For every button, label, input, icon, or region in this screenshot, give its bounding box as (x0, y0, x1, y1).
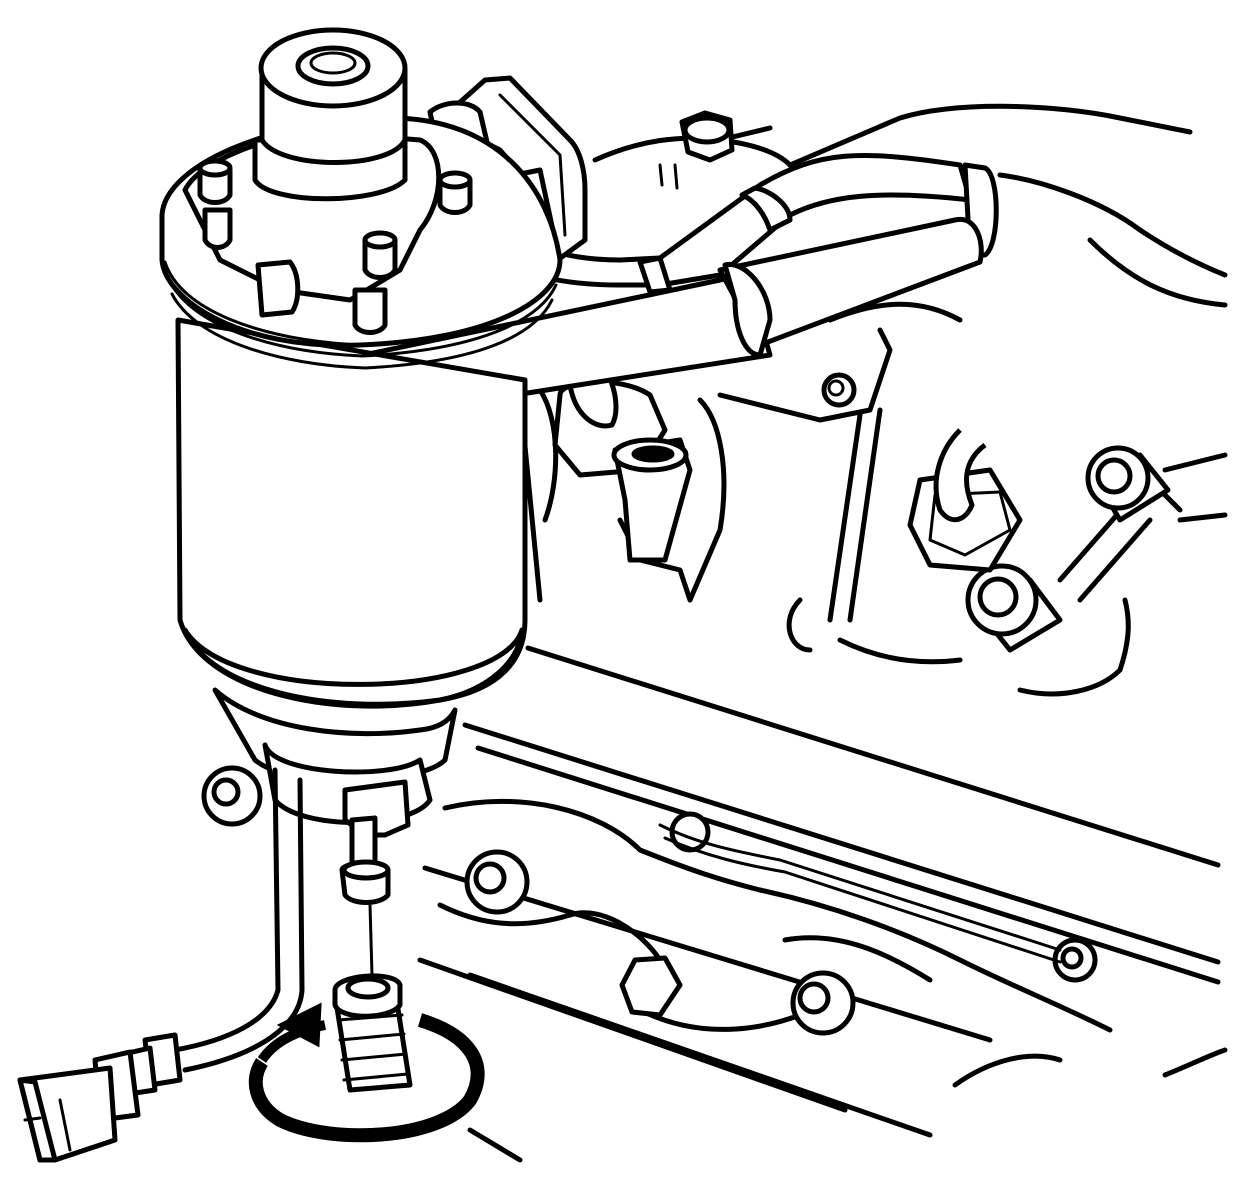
electrical-connector (17, 1032, 183, 1163)
rotation-arrow (248, 1002, 523, 1163)
drain-valve (172, 767, 411, 1073)
drain-fitting (332, 973, 413, 1093)
filter-cap (182, 27, 473, 335)
cylinder-head (517, 103, 1228, 697)
engine-block (201, 645, 1228, 1138)
